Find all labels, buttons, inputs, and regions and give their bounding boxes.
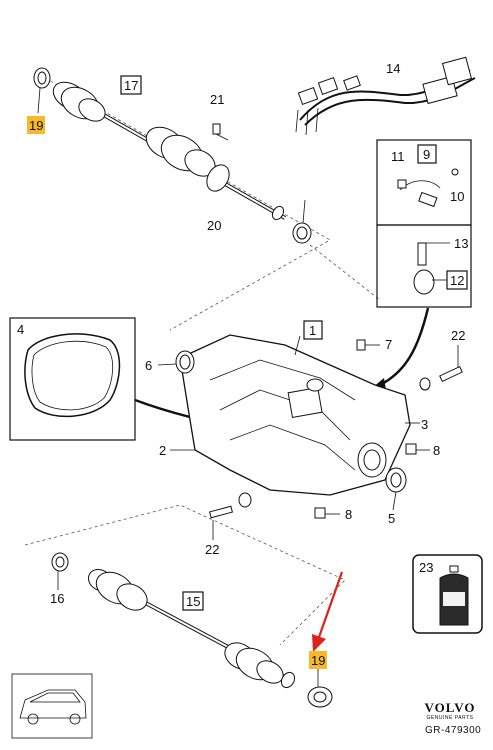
oil-bottle[interactable] (439, 565, 469, 626)
label-4[interactable]: 4 (17, 322, 24, 337)
label-9[interactable]: 9 (423, 147, 430, 162)
sensor-pointer-arrow (379, 307, 430, 387)
label-14[interactable]: 14 (386, 61, 400, 76)
highlight-19-lower (309, 651, 327, 669)
label-5[interactable]: 5 (388, 511, 395, 526)
label-22-lower[interactable]: 22 (205, 542, 219, 557)
guide-line-right (309, 244, 381, 301)
red-pointer-arrow (316, 571, 344, 641)
lower-drive-shaft[interactable] (85, 565, 298, 690)
brand-logo: VOLVO (424, 700, 476, 715)
label-20[interactable]: 20 (207, 218, 221, 233)
label-8-bottom[interactable]: 8 (345, 507, 352, 522)
upper-drive-shaft[interactable] (48, 77, 286, 222)
sensor-12[interactable] (413, 242, 450, 295)
sensor-panel-bottom (376, 224, 472, 308)
car-thumbnail (19, 689, 87, 725)
label-3[interactable]: 3 (421, 417, 428, 432)
bolt-22-right[interactable] (419, 345, 463, 391)
label-21[interactable]: 21 (210, 92, 224, 107)
label-17[interactable]: 17 (124, 78, 138, 93)
label-22-right[interactable]: 22 (451, 328, 465, 343)
label-19-lower[interactable]: 19 (311, 653, 325, 668)
bolt-8-right[interactable] (405, 443, 430, 455)
label-15[interactable]: 15 (186, 594, 200, 609)
brand-subtitle: GENUINE PARTS (426, 715, 474, 721)
label-16[interactable]: 16 (50, 591, 64, 606)
seal-6[interactable] (157, 350, 195, 374)
label-13[interactable]: 13 (454, 236, 468, 251)
bolt-22-lower[interactable] (208, 492, 252, 540)
label-2[interactable]: 2 (159, 443, 166, 458)
car-thumbnail-frame (11, 673, 93, 739)
guide-line-upper (39, 74, 331, 331)
ring-19-upper[interactable] (33, 67, 51, 114)
label-19-upper[interactable]: 19 (29, 118, 43, 133)
ring-16[interactable] (51, 552, 69, 590)
label-7[interactable]: 7 (385, 337, 392, 352)
differential-housing[interactable] (179, 334, 411, 496)
label-1[interactable]: 1 (309, 323, 316, 338)
plug-7[interactable] (356, 339, 380, 351)
label-6[interactable]: 6 (145, 358, 152, 373)
label-11[interactable]: 11 (391, 149, 405, 164)
oil-panel (412, 554, 483, 634)
bolt-21[interactable] (212, 123, 229, 141)
guide-line-lower (24, 504, 346, 646)
label-23[interactable]: 23 (419, 560, 433, 575)
label-10[interactable]: 10 (450, 189, 464, 204)
highlight-19-upper (27, 116, 45, 134)
volvo-brand: VOLVO GENUINE PARTS (412, 700, 488, 721)
speed-sensor[interactable] (397, 168, 459, 208)
gasket-4[interactable] (24, 333, 121, 418)
gasket-panel (9, 317, 136, 441)
ring-19-lower[interactable] (307, 668, 333, 708)
diagram-code: GR-479300 (425, 725, 482, 736)
label-12[interactable]: 12 (450, 273, 464, 288)
label-8-right[interactable]: 8 (433, 443, 440, 458)
bolt-8-bottom[interactable] (314, 507, 340, 519)
seal-5[interactable] (385, 467, 407, 511)
wiring-harness[interactable] (295, 56, 476, 136)
ring-18[interactable] (292, 199, 312, 244)
